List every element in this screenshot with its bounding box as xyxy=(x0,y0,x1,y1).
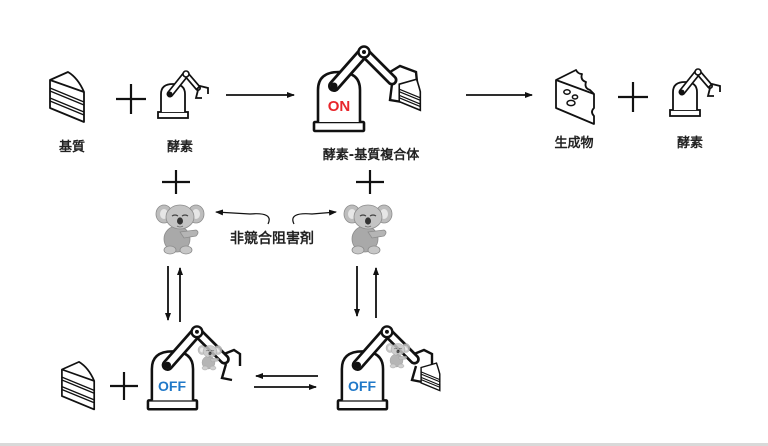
enzyme-robot-arm-icon xyxy=(668,66,724,120)
inhibitor-label: 非競合阻害剤 xyxy=(230,231,314,247)
enzyme-label: 酵素 xyxy=(166,140,193,155)
bottom-divider xyxy=(0,443,768,446)
reaction-arrow-2 xyxy=(466,92,533,98)
inactive-enzyme-substrate-inhibitor-complex-icon: OFF xyxy=(336,322,441,414)
inactive-enzyme-inhibitor-complex-icon: OFF xyxy=(146,322,242,414)
inactive-state-label: OFF xyxy=(348,378,376,394)
inhibitor-koala-icon xyxy=(343,204,393,255)
active-state-label: ON xyxy=(328,98,351,115)
inhibitor-koala-icon xyxy=(155,204,205,255)
substrate-cake-icon xyxy=(49,71,85,123)
reaction-arrow-1 xyxy=(226,92,295,98)
enzyme-robot-arm-icon xyxy=(156,68,212,122)
product-label: 生成物 xyxy=(554,136,594,151)
substrate-label: 基質 xyxy=(58,140,85,155)
plus-icon xyxy=(116,84,146,114)
inactive-state-label: OFF xyxy=(158,378,186,394)
equilibrium-arrows-horizontal xyxy=(254,373,318,390)
plus-icon xyxy=(110,372,138,400)
enzyme-substrate-complex-label: 酵素-基質複合体 xyxy=(322,148,420,163)
plus-icon xyxy=(162,170,190,194)
enzyme-after-label: 酵素 xyxy=(676,136,703,151)
substrate-cake-icon xyxy=(61,361,96,411)
equilibrium-arrows-vertical-left xyxy=(165,266,183,322)
plus-icon xyxy=(356,170,384,194)
inhibitor-pointer-arrow-left xyxy=(215,209,270,225)
product-cheese-icon xyxy=(555,69,595,125)
enzyme-substrate-complex-icon: ON xyxy=(312,42,422,137)
equilibrium-arrows-vertical-right xyxy=(354,266,379,318)
inhibitor-pointer-arrow-right xyxy=(292,209,337,225)
plus-icon xyxy=(618,82,648,112)
